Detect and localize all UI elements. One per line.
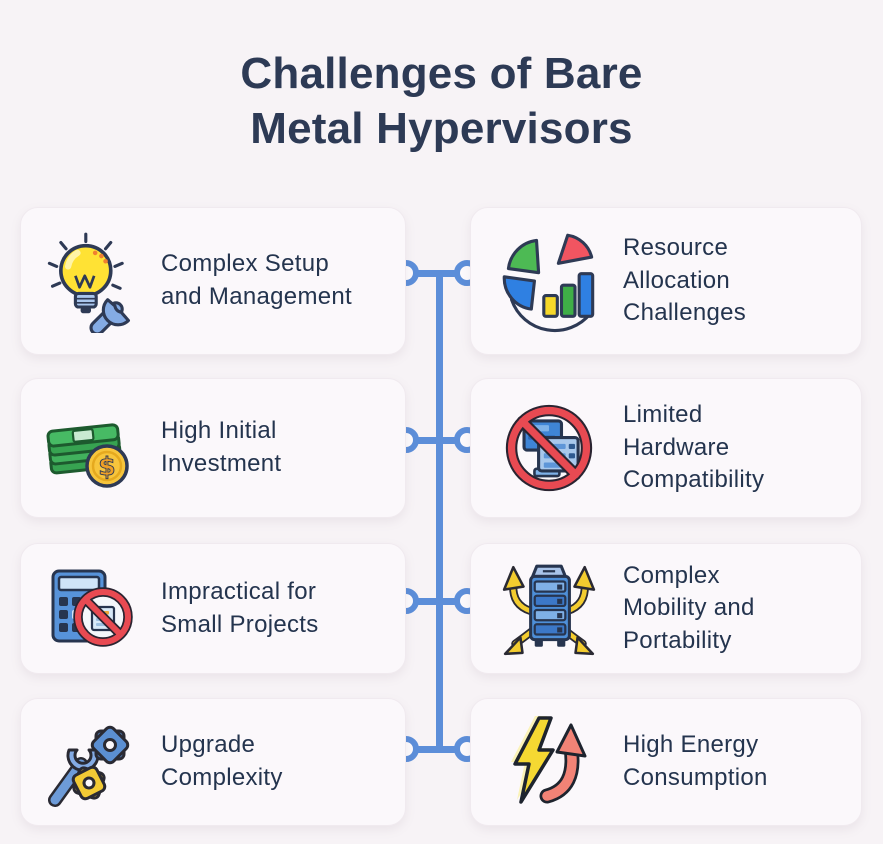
money-stack-coin-icon: $ bbox=[37, 398, 145, 498]
card-label: Resource Allocation Challenges bbox=[623, 234, 747, 327]
timeline-line bbox=[436, 270, 443, 752]
card-upgrade-complexity: Upgrade Complexity bbox=[20, 698, 406, 826]
prohibited-hardware-icon bbox=[495, 396, 603, 500]
card-label: Upgrade Complexity bbox=[161, 731, 283, 791]
pie-bar-chart-icon bbox=[495, 229, 603, 333]
lightning-arrow-icon bbox=[495, 712, 603, 812]
timeline-stub-2 bbox=[406, 437, 467, 444]
timeline-stub-1 bbox=[406, 270, 467, 277]
calculator-prohibited-icon bbox=[37, 559, 145, 659]
card-label: Complex Setup and Management bbox=[161, 250, 352, 310]
wrench-gears-icon bbox=[37, 712, 145, 812]
server-arrows-icon bbox=[495, 558, 603, 660]
timeline-stub-3 bbox=[406, 598, 467, 605]
card-label: Limited Hardware Compatibility bbox=[623, 401, 765, 494]
card-label: High Initial Investment bbox=[161, 417, 282, 477]
card-label: High Energy Consumption bbox=[623, 731, 768, 791]
svg-text:$: $ bbox=[98, 452, 115, 481]
card-energy-consumption: High Energy Consumption bbox=[470, 698, 862, 826]
card-high-investment: $ High Initial Investment bbox=[20, 378, 406, 518]
lightbulb-wrench-icon bbox=[37, 229, 145, 333]
card-label: Complex Mobility and Portability bbox=[623, 561, 755, 654]
page-title: Challenges of Bare Metal Hypervisors bbox=[240, 49, 643, 153]
card-resource-allocation: Resource Allocation Challenges bbox=[470, 207, 862, 355]
card-complex-setup: Complex Setup and Management bbox=[20, 207, 406, 355]
card-impractical-small-projects: Impractical for Small Projects bbox=[20, 543, 406, 674]
timeline-stub-4 bbox=[406, 746, 467, 753]
card-label: Impractical for Small Projects bbox=[161, 577, 319, 638]
card-limited-compatibility: Limited Hardware Compatibility bbox=[470, 378, 862, 518]
card-mobility-portability: Complex Mobility and Portability bbox=[470, 543, 862, 674]
